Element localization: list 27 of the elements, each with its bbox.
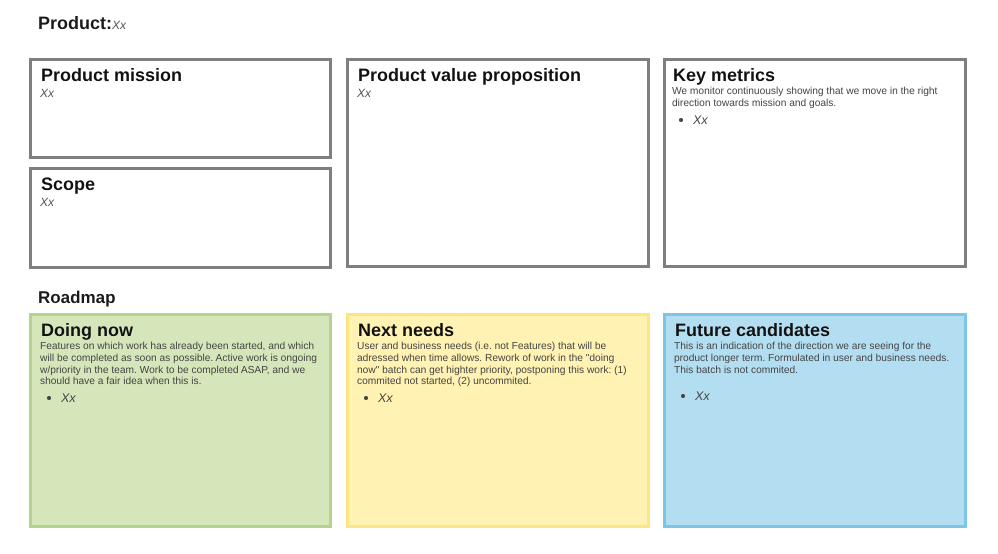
card-description: This is an indication of the direction we are seeing for the product longer term. Formulated in user and business needs. This batch is not commited. bbox=[674, 341, 950, 376]
card-heading: Doing now bbox=[41, 319, 133, 341]
card-heading: Product mission bbox=[41, 64, 182, 86]
placeholder-text: Xx bbox=[40, 86, 54, 100]
placeholder-text: Xx bbox=[695, 389, 710, 404]
section-card bbox=[663, 58, 967, 268]
section-card bbox=[663, 313, 967, 528]
card-description: Features on which work has already been started, and which will be completed as soon as possible. Active work is ongoing w/priority in the team. Work to be completed ASAP, and we should have a fair idea when this is. bbox=[40, 341, 318, 388]
section-heading: Roadmap bbox=[38, 288, 116, 308]
placeholder-text: Xx bbox=[40, 195, 54, 209]
placeholder-text: Xx bbox=[378, 391, 393, 406]
card-description: User and business needs (i.e. not Features) that will be adressed when time allows. Rework of work in the "doing now" batch can get highter priority, postponing this work: (1) commited not started, (2) uncommited. bbox=[357, 341, 628, 388]
placeholder-text: Xx bbox=[693, 112, 708, 127]
card-heading: Key metrics bbox=[673, 64, 776, 86]
card-heading: Next needs bbox=[358, 319, 454, 341]
card-heading: Product value proposition bbox=[358, 64, 582, 86]
section-card bbox=[346, 313, 650, 528]
placeholder-text: Xx bbox=[357, 86, 372, 100]
section-card bbox=[29, 58, 332, 159]
card-description: We monitor continuously showing that we move in the right direction towards mission and goals. bbox=[672, 86, 938, 110]
placeholder-text: Xx bbox=[61, 391, 76, 406]
section-card bbox=[346, 58, 650, 268]
page-title: Product:Xx bbox=[38, 12, 126, 35]
card-heading: Scope bbox=[41, 173, 96, 195]
card-heading: Future candidates bbox=[675, 319, 830, 341]
section-card bbox=[29, 167, 332, 269]
section-card bbox=[29, 313, 332, 528]
